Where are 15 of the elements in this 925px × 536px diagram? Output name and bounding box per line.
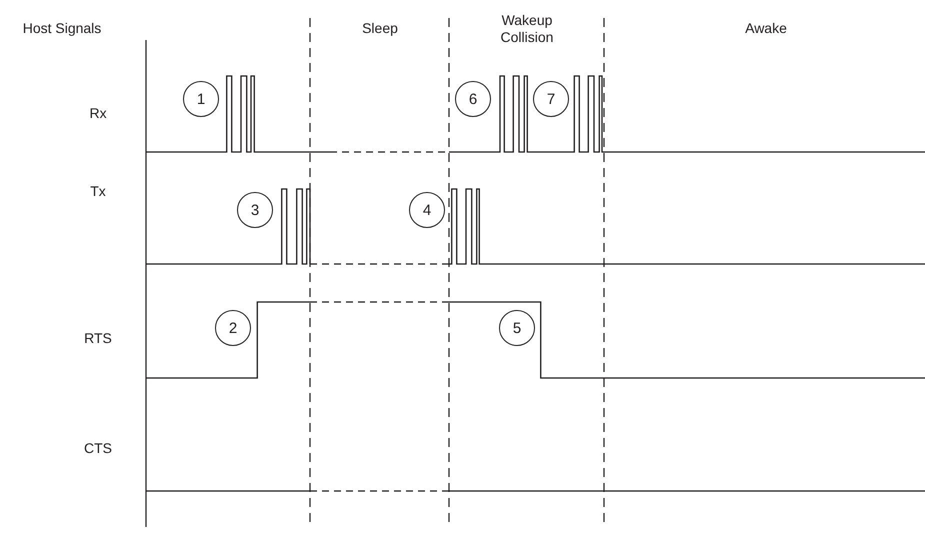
axis-title: Host Signals xyxy=(22,20,102,36)
callout-number: 3 xyxy=(237,192,273,228)
signal-label: Rx xyxy=(90,104,106,122)
signal-label: Tx xyxy=(90,182,106,200)
callout-number: 1 xyxy=(183,81,219,117)
callout-number: 2 xyxy=(215,310,251,346)
signal-label: RTS xyxy=(84,330,112,346)
callout-number: 4 xyxy=(409,192,445,228)
callout-number: 5 xyxy=(499,310,535,346)
callout-number: 6 xyxy=(455,81,491,117)
signal-label: CTS xyxy=(84,440,112,456)
callout-number: 7 xyxy=(533,81,569,117)
phase-label: Awake xyxy=(745,20,787,36)
phase-label: Sleep xyxy=(362,20,398,36)
phase-label: Wakeup Collision xyxy=(500,12,554,46)
